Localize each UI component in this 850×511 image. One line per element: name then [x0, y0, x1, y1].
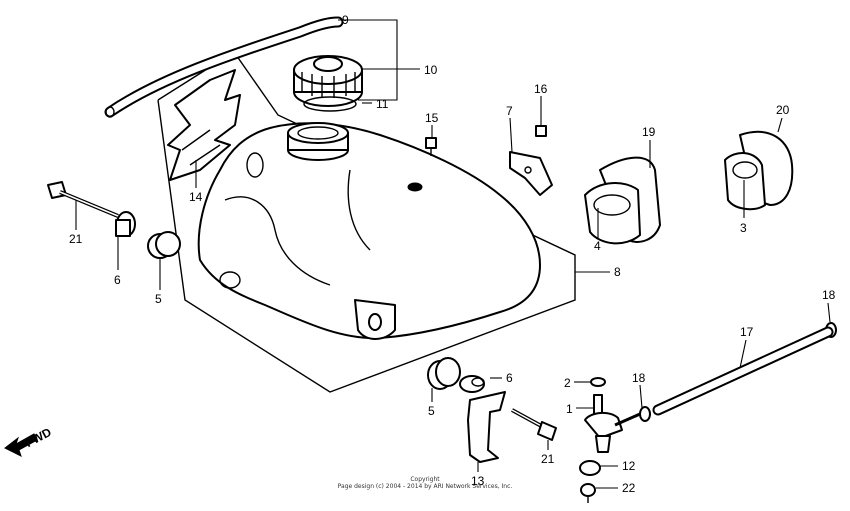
fuel-valve — [579, 377, 641, 503]
callout-18-upper: 18 — [822, 288, 836, 302]
bracket-7 — [509, 125, 553, 196]
collar-6-lower — [459, 375, 485, 393]
leader-lines — [75, 19, 831, 489]
cover-20 — [724, 130, 794, 211]
breather-tube — [104, 16, 344, 118]
bolt-21-lower — [511, 408, 557, 441]
callout-4: 4 — [594, 239, 601, 253]
tank-assembly-outline — [157, 51, 610, 393]
callout-15: 15 — [425, 111, 439, 125]
fuel-tube — [652, 326, 834, 416]
callout-21-left: 21 — [69, 232, 83, 246]
callout-labels: 9 10 11 15 16 7 19 20 3 4 8 14 21 6 5 5 … — [69, 13, 836, 495]
callout-20: 20 — [776, 103, 790, 117]
fwd-label: FWD — [23, 425, 54, 450]
callout-14: 14 — [189, 190, 203, 204]
callout-6-left: 6 — [114, 273, 121, 287]
callout-8: 8 — [614, 265, 621, 279]
callout-9: 9 — [342, 13, 349, 27]
callout-10: 10 — [424, 63, 438, 77]
callout-3: 3 — [740, 221, 747, 235]
callout-5-left: 5 — [155, 292, 162, 306]
copyright-notice: Page design (c) 2004 - 2014 by ARI Netwo… — [337, 483, 513, 490]
callout-2: 2 — [564, 376, 571, 390]
cover-19 — [584, 156, 661, 245]
callout-18-lower: 18 — [632, 371, 646, 385]
copyright-title: Copyright — [410, 476, 440, 483]
grommet-5-lower — [427, 357, 461, 390]
clip-18-lower — [639, 406, 651, 422]
collar-6-left — [115, 211, 136, 237]
callout-19: 19 — [642, 125, 656, 139]
callout-5-lower: 5 — [428, 404, 435, 418]
callout-1: 1 — [566, 402, 573, 416]
callout-6-lower: 6 — [506, 371, 513, 385]
fuel-tank — [197, 122, 541, 340]
callout-22: 22 — [622, 481, 636, 495]
tank-emblem — [167, 69, 241, 181]
callout-11: 11 — [376, 97, 389, 111]
callout-7: 7 — [506, 104, 513, 118]
callout-13: 13 — [471, 474, 485, 488]
callout-16: 16 — [534, 82, 548, 96]
fwd-arrow: FWD — [4, 425, 54, 457]
bolt-21-left — [47, 181, 119, 218]
callout-21-lower: 21 — [541, 452, 555, 466]
fuel-cap — [293, 55, 363, 112]
bolt-15 — [425, 137, 437, 156]
stay-13 — [467, 391, 506, 463]
grommet-5-left — [147, 231, 181, 259]
callout-12: 12 — [622, 459, 636, 473]
callout-17: 17 — [740, 325, 754, 339]
